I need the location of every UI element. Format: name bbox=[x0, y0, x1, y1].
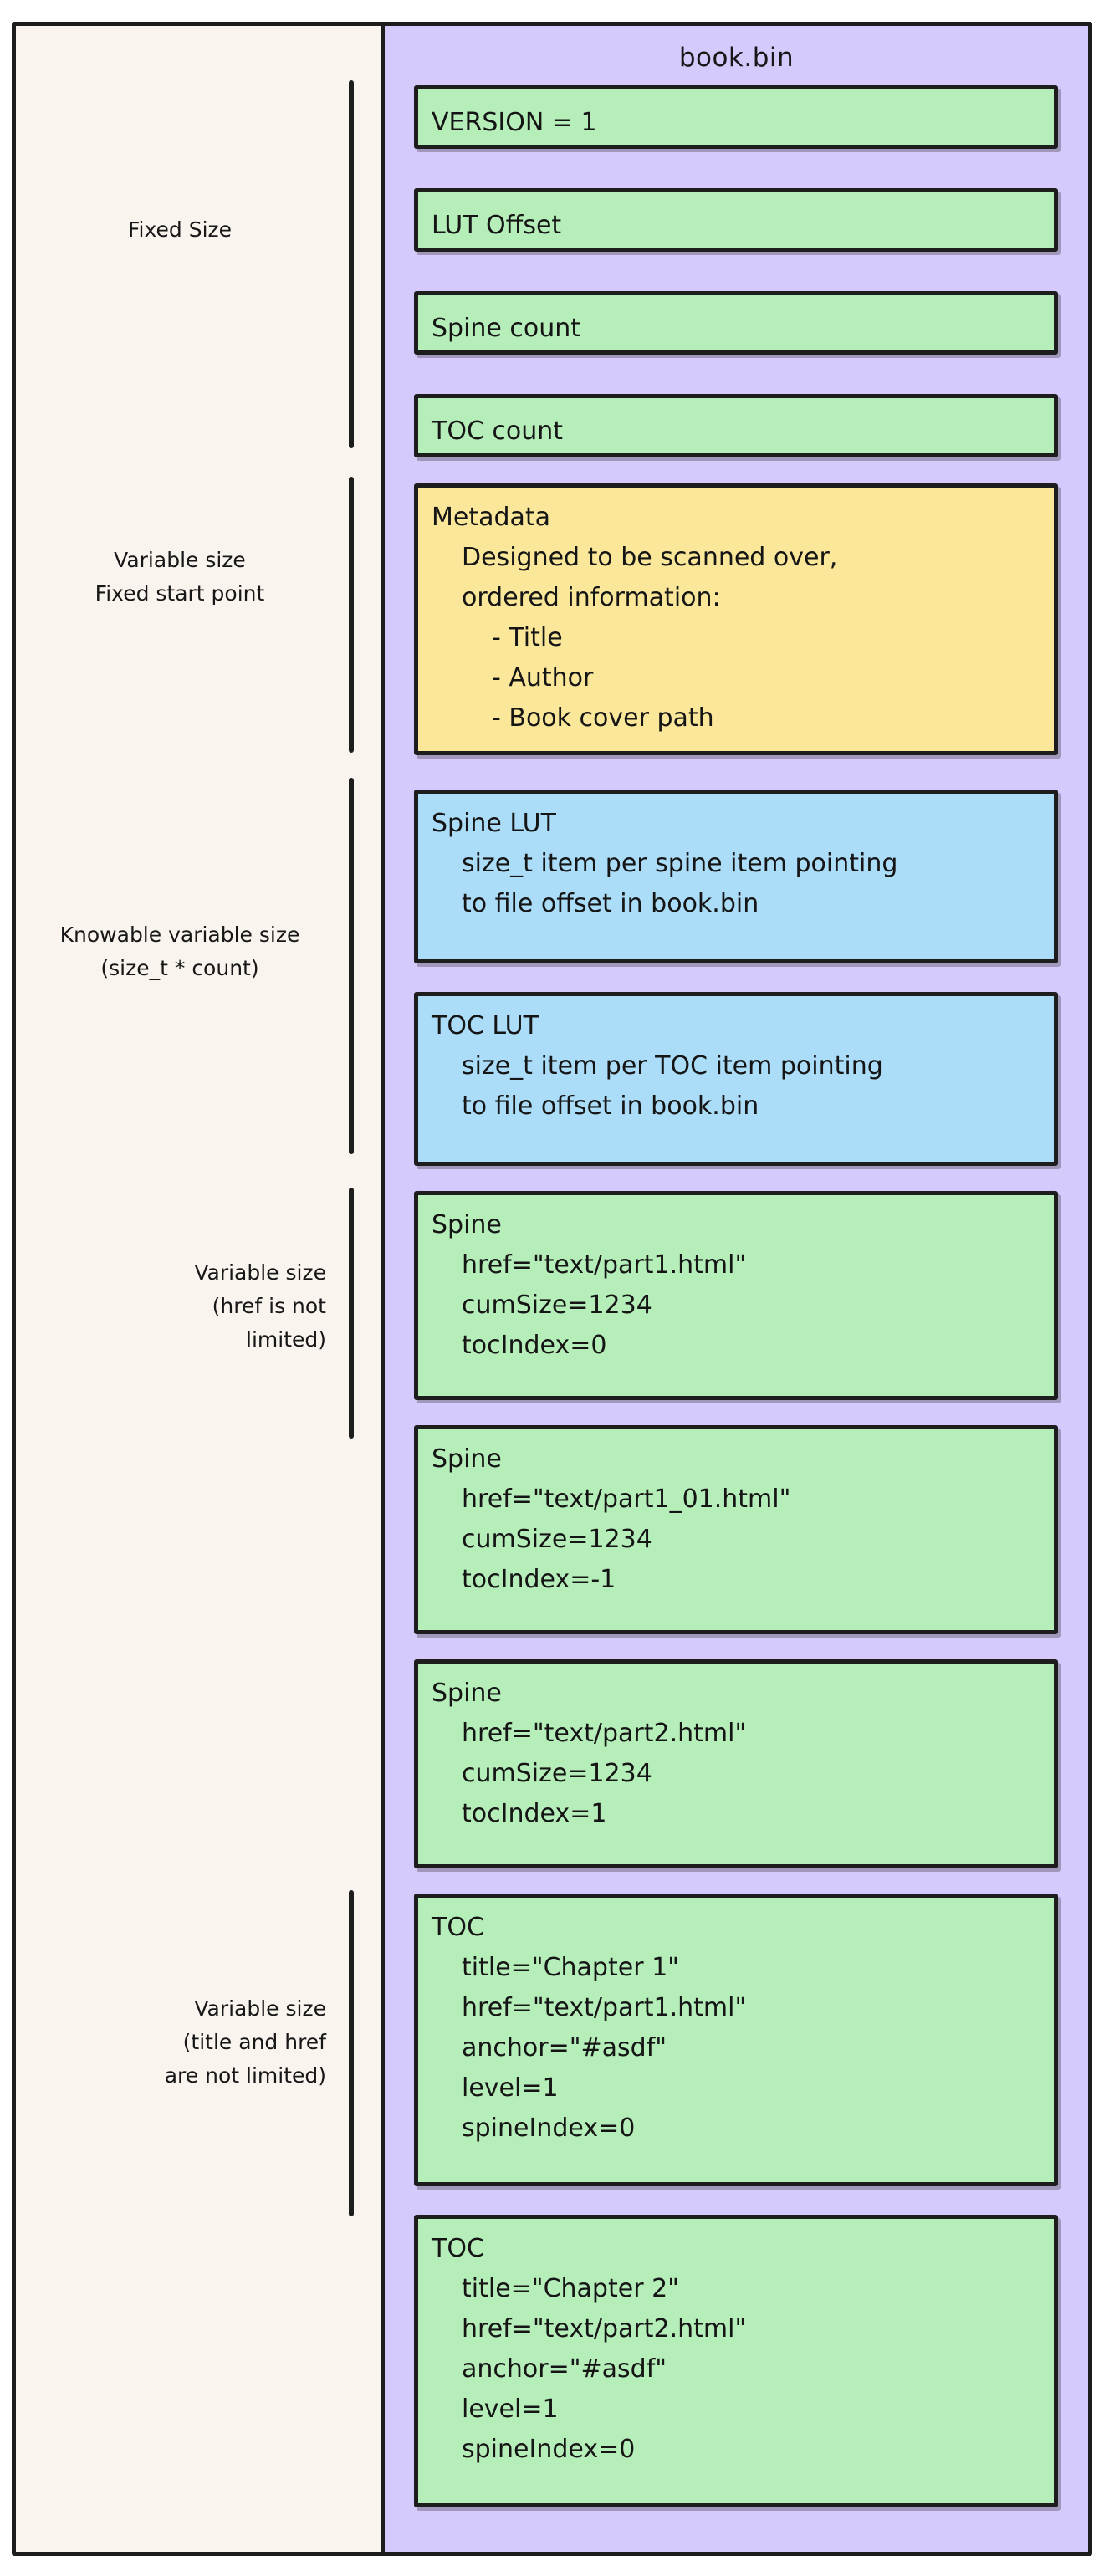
section-line: level=1 bbox=[462, 2395, 559, 2424]
section-spine-1: Spine href="text/part1.html" cumSize=123… bbox=[414, 1191, 1058, 1400]
annotation-line: Knowable variable size bbox=[59, 923, 300, 947]
section-line: size_t item per spine item pointing bbox=[462, 849, 898, 878]
annotation-variable-href: Variable size (href is not limited) bbox=[33, 1256, 326, 1357]
section-line: VERSION = 1 bbox=[432, 108, 597, 137]
section-spine-2: Spine href="text/part1_01.html" cumSize=… bbox=[414, 1425, 1058, 1634]
section-line: Spine count bbox=[432, 314, 581, 343]
section-line: Designed to be scanned over, bbox=[462, 543, 838, 572]
section-line: TOC bbox=[432, 1913, 484, 1942]
annotation-variable-title-href: Variable size (title and href are not li… bbox=[33, 1992, 326, 2093]
section-line: anchor="#asdf" bbox=[462, 2033, 667, 2062]
book-bin-container: book.bin VERSION = 1 LUT Offset Spine co… bbox=[381, 22, 1092, 2556]
section-line: anchor="#asdf" bbox=[462, 2354, 667, 2384]
section-line: to file offset in book.bin bbox=[462, 1091, 759, 1121]
section-line: - Book cover path bbox=[492, 703, 714, 733]
annotation-line: are not limited) bbox=[164, 2063, 326, 2088]
section-spine-count: Spine count bbox=[414, 291, 1058, 355]
section-spine-3: Spine href="text/part2.html" cumSize=123… bbox=[414, 1659, 1058, 1868]
annotation-fixed-size: Fixed Size bbox=[33, 213, 326, 247]
section-line: spineIndex=0 bbox=[462, 2435, 636, 2464]
section-line: title="Chapter 1" bbox=[462, 1953, 679, 1982]
section-lut-offset: LUT Offset bbox=[414, 188, 1058, 252]
annotation-variable-fixed-start: Variable size Fixed start point bbox=[33, 544, 326, 611]
section-line: to file offset in book.bin bbox=[462, 889, 759, 918]
section-line: cumSize=1234 bbox=[462, 1759, 652, 1788]
bracket-knowable-variable bbox=[349, 778, 354, 1154]
section-line: size_t item per TOC item pointing bbox=[462, 1051, 883, 1081]
section-line: Spine bbox=[432, 1210, 502, 1239]
section-line: ordered information: bbox=[462, 583, 721, 612]
annotation-line: (href is not bbox=[212, 1294, 326, 1318]
bracket-fixed-size bbox=[349, 80, 354, 448]
section-metadata: Metadata Designed to be scanned over, or… bbox=[414, 483, 1058, 755]
section-line: Spine bbox=[432, 1444, 502, 1474]
section-line: href="text/part2.html" bbox=[462, 1719, 747, 1748]
section-line: - Title bbox=[492, 623, 563, 652]
section-line: TOC LUT bbox=[432, 1011, 539, 1040]
section-line: - Author bbox=[492, 663, 594, 693]
annotation-line: Variable size bbox=[114, 548, 246, 572]
annotation-line: Fixed Size bbox=[127, 217, 233, 242]
section-line: Metadata bbox=[432, 503, 551, 532]
annotation-knowable-variable: Knowable variable size (size_t * count) bbox=[33, 918, 326, 985]
annotation-line: Variable size bbox=[194, 1996, 326, 2021]
bracket-variable-href bbox=[349, 1188, 354, 1439]
annotation-line: limited) bbox=[246, 1327, 326, 1352]
section-line: tocIndex=-1 bbox=[462, 1565, 616, 1594]
section-version: VERSION = 1 bbox=[414, 85, 1058, 149]
annotation-line: (title and href bbox=[182, 2030, 326, 2054]
annotation-line: Fixed start point bbox=[95, 581, 265, 606]
section-line: tocIndex=0 bbox=[462, 1331, 607, 1360]
section-line: LUT Offset bbox=[432, 211, 562, 240]
section-line: Spine LUT bbox=[432, 809, 556, 838]
section-toc-lut: TOC LUT size_t item per TOC item pointin… bbox=[414, 992, 1058, 1166]
section-line: level=1 bbox=[462, 2073, 559, 2103]
section-line: href="text/part2.html" bbox=[462, 2314, 747, 2343]
section-line: href="text/part1_01.html" bbox=[462, 1485, 791, 1514]
section-line: Spine bbox=[432, 1679, 502, 1708]
section-line: title="Chapter 2" bbox=[462, 2274, 679, 2303]
section-line: cumSize=1234 bbox=[462, 1291, 652, 1320]
section-line: cumSize=1234 bbox=[462, 1525, 652, 1554]
section-spine-lut: Spine LUT size_t item per spine item poi… bbox=[414, 790, 1058, 963]
section-line: TOC count bbox=[432, 417, 564, 446]
annotation-line: (size_t * count) bbox=[100, 956, 259, 980]
bracket-variable-title-href bbox=[349, 1890, 354, 2216]
file-title: book.bin bbox=[678, 43, 795, 73]
section-line: spineIndex=0 bbox=[462, 2113, 636, 2143]
section-line: href="text/part1.html" bbox=[462, 1993, 747, 2022]
section-toc-2: TOC title="Chapter 2" href="text/part2.h… bbox=[414, 2215, 1058, 2507]
section-toc-count: TOC count bbox=[414, 394, 1058, 457]
section-line: TOC bbox=[432, 2234, 484, 2263]
section-line: href="text/part1.html" bbox=[462, 1250, 747, 1280]
annotation-line: Variable size bbox=[194, 1260, 326, 1285]
section-line: tocIndex=1 bbox=[462, 1799, 607, 1828]
bracket-variable-fixed-start bbox=[349, 477, 354, 753]
section-toc-1: TOC title="Chapter 1" href="text/part1.h… bbox=[414, 1894, 1058, 2186]
